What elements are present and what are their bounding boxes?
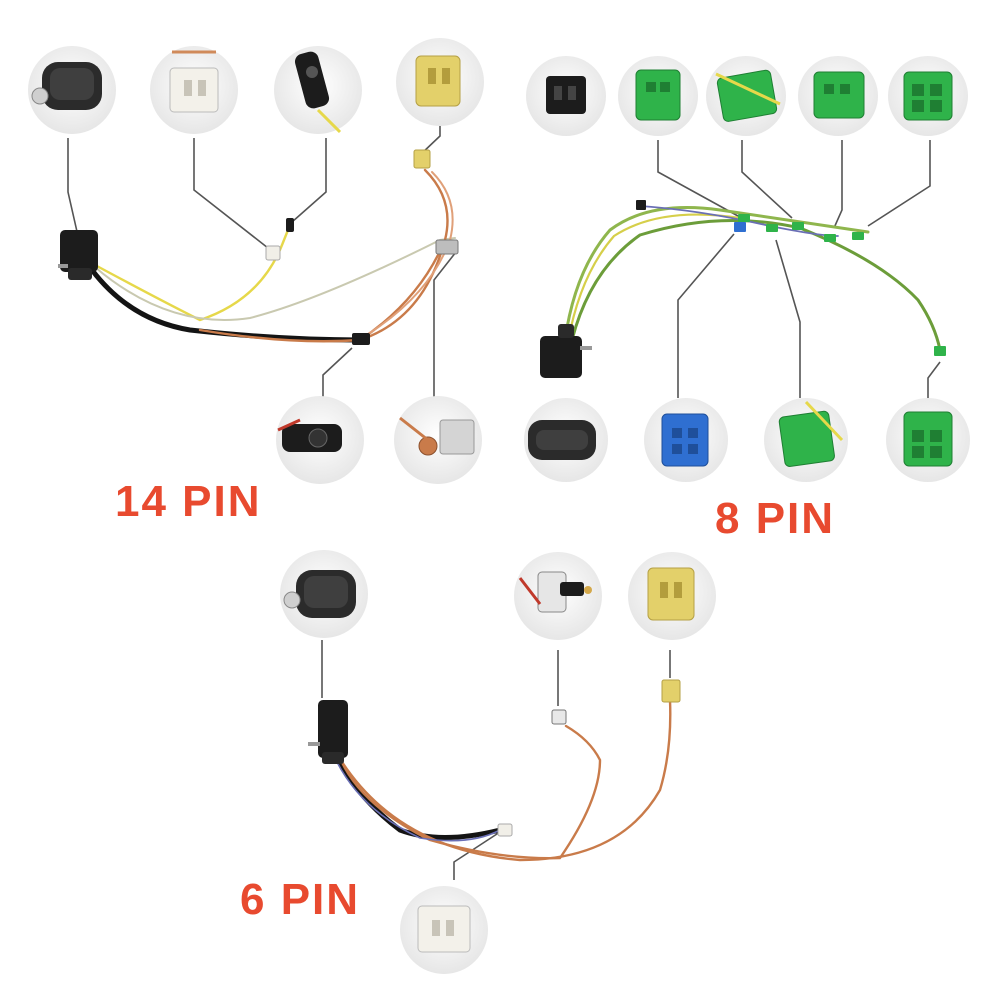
harness-14-pin bbox=[28, 38, 484, 484]
bubble-solenoid-6-pin bbox=[280, 550, 368, 638]
bubble-green-connector-1 bbox=[618, 56, 698, 136]
harness-8-pin bbox=[524, 56, 970, 482]
connector-yellow-6-pin bbox=[661, 679, 681, 703]
leader-lines-6-pin bbox=[321, 640, 671, 880]
wires-8-pin bbox=[563, 205, 942, 352]
bubble-black-sensor-8-pin bbox=[524, 398, 608, 482]
bubble-green-connector-6 bbox=[886, 398, 970, 482]
bubble-black-pin-connector bbox=[274, 46, 362, 134]
bubble-black-2pin-connector bbox=[526, 56, 606, 136]
harness-6-pin bbox=[280, 550, 716, 974]
bubble-solenoid-connector bbox=[28, 46, 116, 134]
bubble-yellow-connector bbox=[396, 38, 484, 126]
bubble-green-connector-3 bbox=[798, 56, 878, 136]
bubble-temperature-sensor bbox=[394, 396, 482, 484]
connector-black-small bbox=[286, 218, 294, 232]
bubble-black-sensor-plug bbox=[276, 396, 364, 484]
leader-lines-8-pin bbox=[657, 140, 941, 398]
connector-yellow-small bbox=[413, 149, 431, 169]
connector-white-small bbox=[265, 245, 281, 261]
connector-white-6-pin bbox=[497, 823, 513, 837]
bubble-blue-connector bbox=[644, 398, 728, 482]
bubble-green-connector-5 bbox=[764, 398, 848, 482]
leader-lines-14-pin bbox=[67, 126, 457, 400]
connector-black-end bbox=[352, 333, 370, 345]
connector-sensor-6-pin bbox=[551, 709, 567, 725]
connector-green-small-1 bbox=[738, 214, 750, 222]
connector-green-small-4 bbox=[824, 234, 836, 242]
wires-14-pin bbox=[89, 168, 456, 343]
connector-green-small-2 bbox=[766, 224, 778, 232]
connector-main-8-pin bbox=[540, 324, 592, 378]
wires-6-pin bbox=[334, 698, 672, 862]
connector-green-small-5 bbox=[852, 232, 864, 240]
bubble-white-connector-6-pin bbox=[400, 886, 488, 974]
connector-main-14-pin bbox=[58, 230, 98, 280]
label-6-pin: 6 PIN bbox=[240, 875, 361, 924]
bubble-white-connector bbox=[150, 46, 238, 134]
label-14-pin: 14 PIN bbox=[115, 477, 262, 526]
bubble-green-connector-4 bbox=[888, 56, 968, 136]
connector-green-small-3 bbox=[792, 222, 804, 230]
connector-black-tiny bbox=[636, 200, 646, 210]
connector-grey-sensor bbox=[435, 239, 459, 255]
bubble-sensor-plug-6-pin bbox=[514, 552, 602, 640]
label-8-pin: 8 PIN bbox=[715, 494, 836, 543]
bubble-yellow-connector-6-pin bbox=[628, 552, 716, 640]
connector-main-6-pin bbox=[308, 700, 348, 764]
connector-blue-small bbox=[734, 222, 746, 232]
bubble-green-connector-2 bbox=[706, 56, 786, 136]
connector-green-small-6 bbox=[934, 346, 946, 356]
